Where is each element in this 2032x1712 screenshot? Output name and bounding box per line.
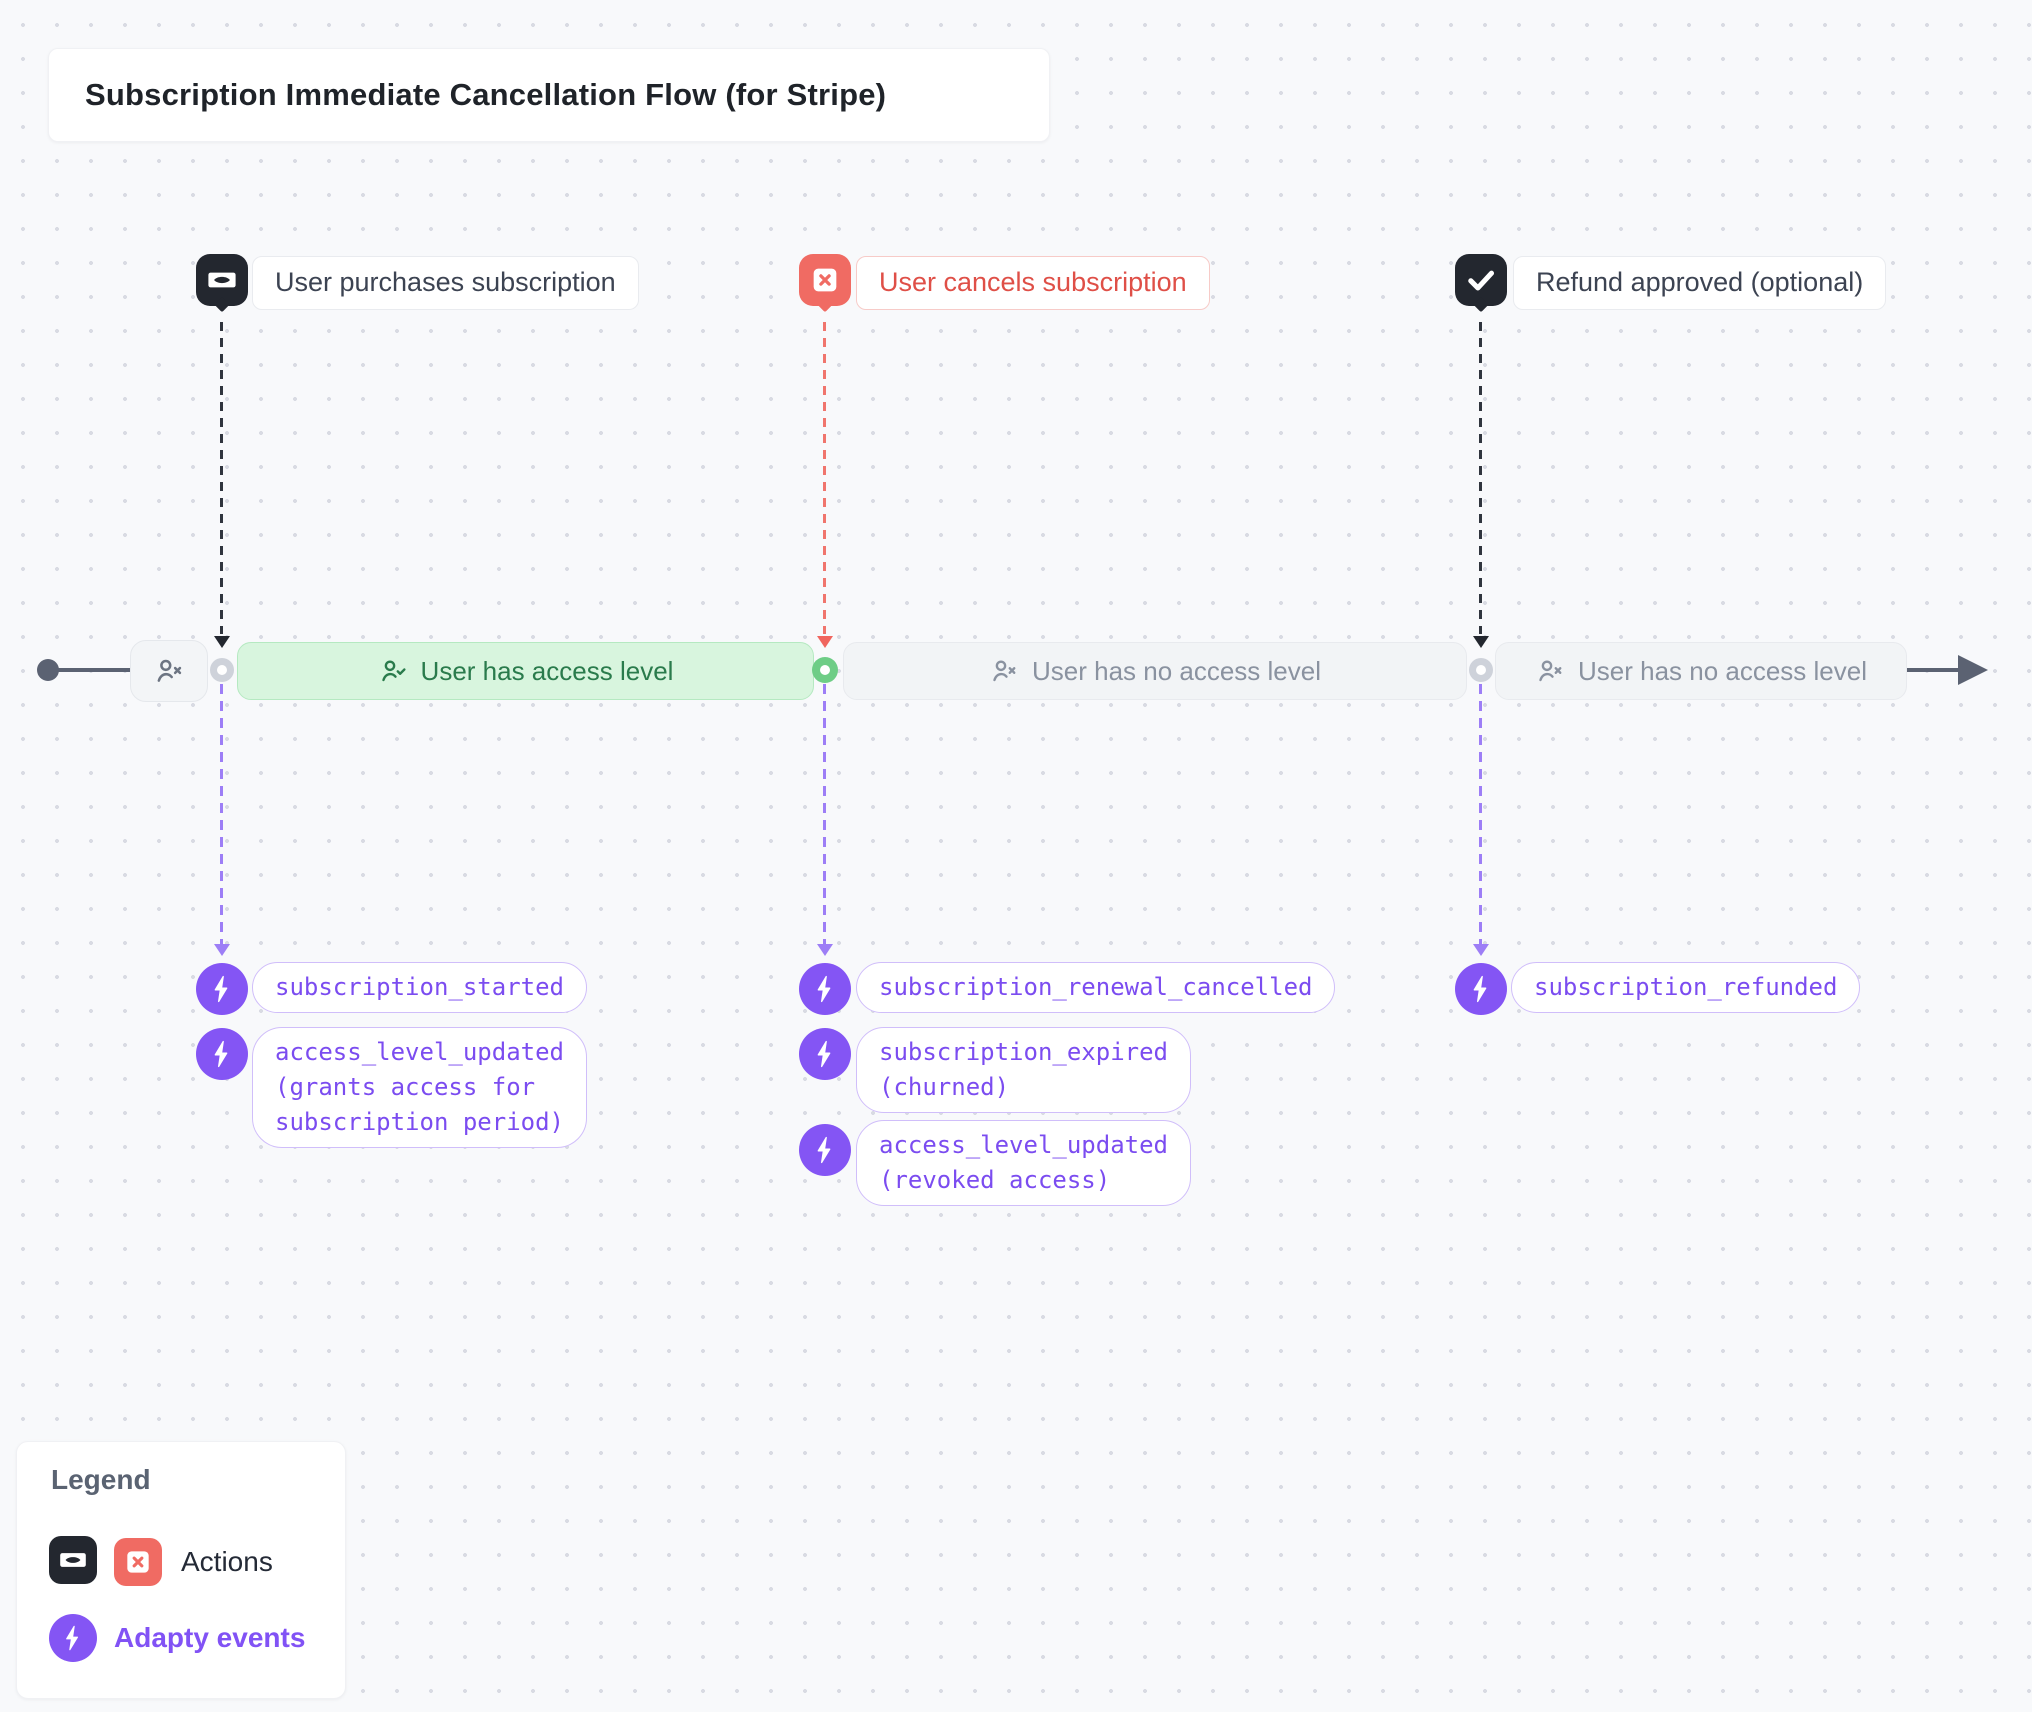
timeline-end-line [1905,668,1967,672]
state-bar-label: User has access level [420,655,674,686]
lightning-icon-glyph [1473,975,1487,1003]
state-bar-label: User has no access level [1577,655,1868,686]
action-label-refund: Refund approved (optional) [1513,256,1887,310]
state-bar-no-access-2: User has no access level [1495,642,1907,700]
lightning-icon [799,963,851,1015]
state-bar-has-access: User has access level [237,642,814,700]
dashed-line-events-2 [823,684,826,944]
event-pill: subscription_started [252,962,587,1013]
lightning-icon [196,963,248,1015]
x-square-icon-glyph [813,268,837,292]
cash-icon-glyph [208,272,236,288]
check-icon [1455,254,1507,306]
timeline-connector-3 [1469,658,1493,682]
dashed-line-events-1 [220,684,223,944]
lightning-icon [799,1028,851,1080]
connector-hole [1476,665,1486,675]
legend-events-label: Adapty events [114,1622,306,1653]
user-x-icon [1539,660,1562,682]
user-x-icon [157,659,182,682]
state-bar-no-access-1: User has no access level [843,642,1467,700]
arrowhead-purchase [214,636,230,648]
lightning-icon-glyph [214,1040,228,1068]
x-square-icon-glyph [127,1551,149,1573]
lightning-icon [49,1614,97,1662]
x-square-icon [799,254,851,306]
event-pill: subscription_refunded [1511,962,1861,1013]
lightning-icon [799,1124,851,1176]
event-pill: access_level_updated (grants access for … [252,1027,587,1148]
lightning-icon [1455,963,1507,1015]
title-card: Subscription Immediate Cancellation Flow… [48,48,1050,142]
connector-hole [217,665,227,675]
lightning-icon-glyph [214,975,228,1003]
action-label-purchase: User purchases subscription [252,256,639,310]
cash-icon [196,254,248,306]
arrowhead-events-1 [214,944,230,956]
check-icon-glyph [1468,270,1495,291]
dashed-line-events-3 [1479,684,1482,944]
event-pill: access_level_updated (revoked access) [856,1120,1191,1206]
state-bar-label: User has no access level [1031,655,1322,686]
cash-icon-glyph [60,1553,86,1567]
arrowhead-events-3 [1473,944,1489,956]
user-x-icon [993,660,1016,682]
lightning-icon-glyph [817,1040,831,1068]
lightning-icon-glyph [817,1136,831,1164]
legend-heading: Legend [51,1464,151,1495]
timeline-start-line [48,668,132,672]
arrowhead-events-2 [817,944,833,956]
lightning-icon [196,1028,248,1080]
lightning-icon-glyph [66,1625,79,1651]
connector-hole [820,665,830,675]
legend-card: Legend Actions Adapty events [16,1441,346,1699]
timeline-end-arrow-icon [1958,655,1988,685]
dashed-line-refund [1479,322,1482,634]
user-check-icon [381,660,406,682]
timeline-connector-1 [210,658,234,682]
timeline-connector-2 [812,657,838,683]
action-label-cancel: User cancels subscription [856,256,1210,310]
timeline-start-box [130,640,208,702]
event-pill: subscription_expired (churned) [856,1027,1191,1113]
legend-actions-label: Actions [181,1546,273,1577]
event-pill: subscription_renewal_cancelled [856,962,1336,1013]
dashed-line-purchase [220,322,223,634]
dashed-line-cancel [823,322,826,634]
page-title: Subscription Immediate Cancellation Flow… [85,77,887,112]
cash-icon [49,1536,97,1584]
arrowhead-cancel [817,636,833,648]
x-square-icon [114,1538,162,1586]
arrowhead-refund [1473,636,1489,648]
lightning-icon-glyph [817,975,831,1003]
